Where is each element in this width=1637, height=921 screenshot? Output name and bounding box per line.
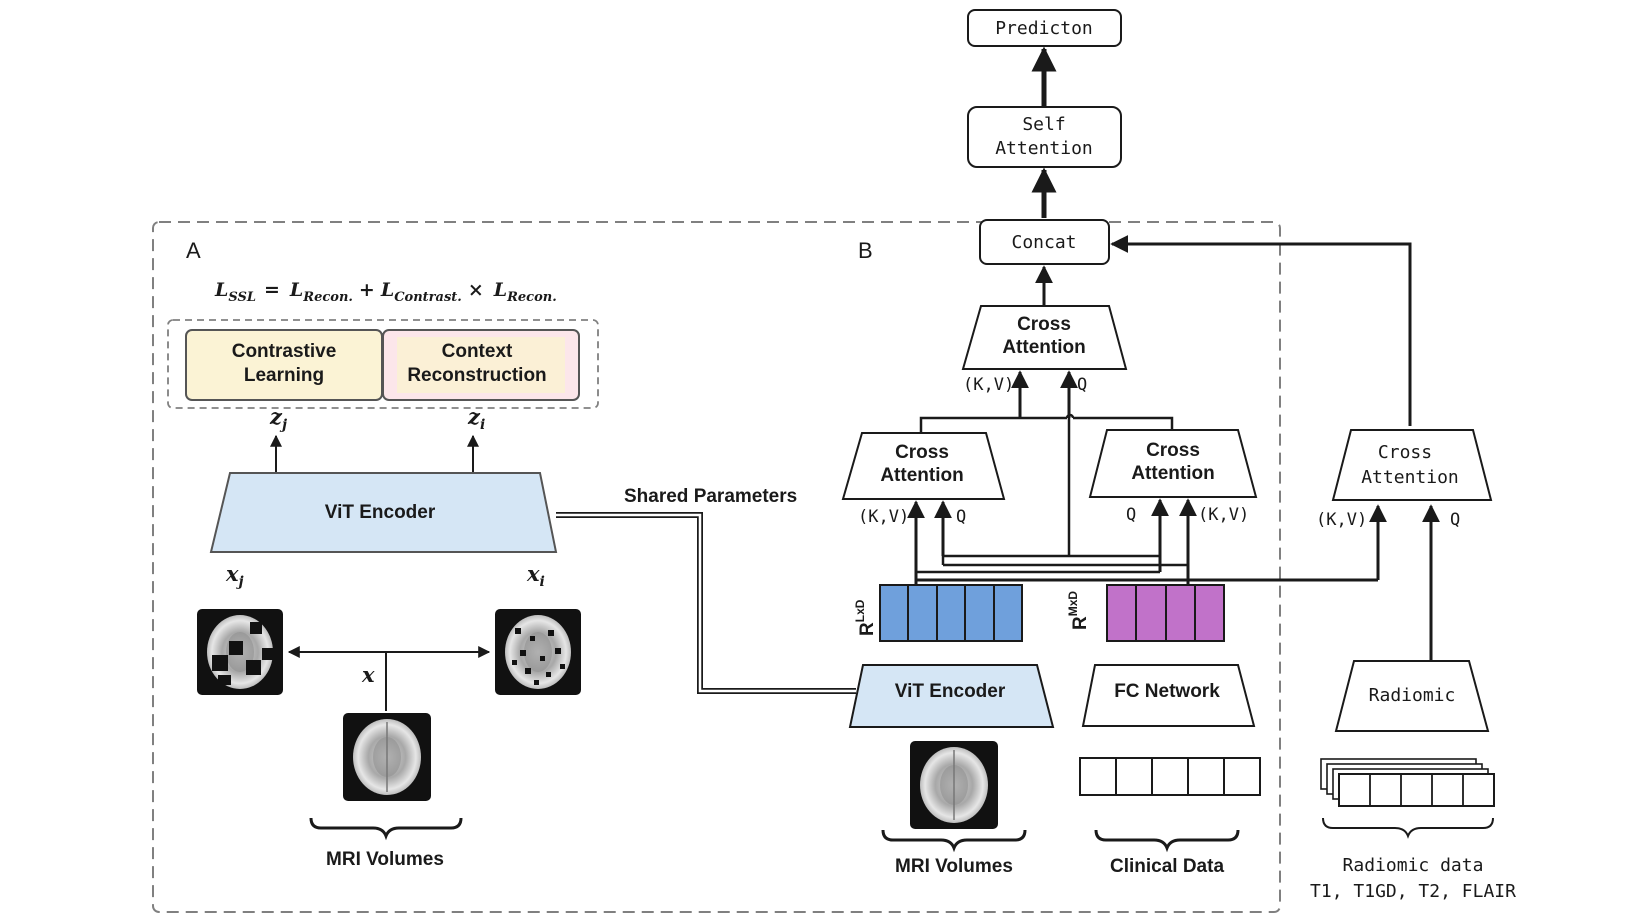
cross-attention-top bbox=[961, 305, 1128, 370]
vit-encoder-a bbox=[209, 472, 558, 553]
prediction-box bbox=[967, 9, 1122, 47]
vit-encoder-b bbox=[848, 664, 1055, 728]
loss-sub: Recon. bbox=[506, 290, 557, 305]
x-i-label: xi bbox=[526, 561, 545, 590]
objectives-dashed-box bbox=[167, 319, 599, 409]
curly-brace-icon bbox=[1094, 829, 1240, 853]
kv-label-right: (K,V) bbox=[1198, 505, 1249, 525]
self-attention-label-1: Self bbox=[1022, 114, 1065, 135]
shared-parameters-label: Shared Parameters bbox=[624, 486, 797, 507]
curly-brace-icon bbox=[1322, 817, 1494, 839]
self-attention-label-2: Attention bbox=[995, 138, 1093, 159]
shared-parameters-link bbox=[556, 512, 856, 694]
kv-label-radiomic: (K,V) bbox=[1316, 510, 1367, 530]
loss-sub: SSL bbox=[228, 290, 256, 305]
q-label-left: Q bbox=[956, 507, 966, 527]
context-reconstruction-label-2: Reconstruction bbox=[407, 365, 546, 386]
cross-attention-left-label-2: Attention bbox=[880, 465, 963, 486]
cross-attention-left-label-1: Cross bbox=[895, 442, 949, 463]
loss-formula: LSSL=LRecon.+LContrast.×LRecon. bbox=[214, 279, 557, 305]
self-attention-box bbox=[967, 106, 1122, 168]
loss-term: L bbox=[214, 279, 228, 301]
x-label: x bbox=[361, 662, 375, 687]
cross-attention-radiomic-label-1: Cross bbox=[1378, 442, 1432, 463]
shared-parameters-link-inner bbox=[556, 513, 856, 693]
fc-network-label: FC Network bbox=[1114, 681, 1220, 702]
panel-label-a: A bbox=[186, 238, 201, 263]
vit-encoder-b-label: ViT Encoder bbox=[895, 681, 1006, 702]
mri-volumes-a-label: MRI Volumes bbox=[326, 849, 444, 870]
q-label-right: Q bbox=[1126, 505, 1136, 525]
loss-sub: Contrast. bbox=[394, 290, 462, 305]
vit-encoder-a-label: ViT Encoder bbox=[325, 502, 436, 523]
contrastive-learning-label-1: Contrastive bbox=[232, 341, 337, 362]
loss-eq: = bbox=[264, 279, 280, 301]
kv-label-top: (K,V) bbox=[963, 375, 1014, 395]
mxd-to-left-q-2 bbox=[941, 554, 1160, 565]
concat-box bbox=[979, 219, 1110, 265]
radiomic-box bbox=[1334, 660, 1490, 732]
mri-volumes-b-label: MRI Volumes bbox=[895, 856, 1013, 877]
context-reconstruction-label-1: Context bbox=[442, 341, 513, 362]
cross-attention-radiomic bbox=[1331, 429, 1493, 501]
contrastive-learning-label-2: Learning bbox=[244, 365, 324, 386]
cross-attention-right-label-1: Cross bbox=[1146, 440, 1200, 461]
context-reconstruction-inner bbox=[397, 337, 565, 393]
z-i-label: zi bbox=[467, 404, 485, 433]
cross-attention-top-label-1: Cross bbox=[1017, 314, 1071, 335]
z-j-label: zj bbox=[269, 404, 287, 433]
curly-brace-icon bbox=[309, 817, 463, 841]
loss-term: L bbox=[380, 279, 394, 301]
r-mxd-label: RMxD bbox=[1066, 591, 1091, 630]
r-lxd-label: RLxD bbox=[853, 599, 878, 636]
kv-label-left: (K,V) bbox=[858, 507, 909, 527]
concat-label: Concat bbox=[1011, 232, 1076, 253]
radiomic-data-stack bbox=[1320, 758, 1495, 807]
q-label-top: Q bbox=[1077, 375, 1087, 395]
connector-right-cross bbox=[1073, 416, 1174, 430]
loss-times: × bbox=[468, 279, 484, 301]
cross-attention-top-label-2: Attention bbox=[1002, 337, 1085, 358]
prediction-label: Predicton bbox=[995, 18, 1093, 39]
fc-network bbox=[1081, 664, 1256, 727]
cross-attention-right-label-2: Attention bbox=[1131, 463, 1214, 484]
mri-brain-icon bbox=[910, 741, 998, 829]
mxd-embedding bbox=[1106, 584, 1225, 642]
connector-left-cross bbox=[919, 416, 1067, 432]
radiomic-data-label-2: T1, T1GD, T2, FLAIR bbox=[1310, 881, 1516, 902]
radiomic-data-label-1: Radiomic data bbox=[1343, 855, 1484, 876]
cross-attention-left bbox=[841, 432, 1006, 500]
outer-dashed-frame bbox=[152, 221, 1281, 913]
mri-brain-icon bbox=[343, 713, 431, 801]
panel-label-b: B bbox=[858, 238, 873, 263]
lxd-embedding bbox=[879, 584, 1023, 642]
radiomic-to-concat bbox=[1110, 235, 1412, 426]
q-label-radiomic: Q bbox=[1450, 510, 1460, 530]
radiomic-box-label: Radiomic bbox=[1369, 685, 1456, 706]
curly-brace-icon bbox=[881, 829, 1027, 853]
loss-sub: Recon. bbox=[302, 290, 353, 305]
loss-plus: + bbox=[359, 279, 375, 301]
masked-mri-brain-icon bbox=[197, 609, 283, 695]
loss-term: L bbox=[289, 279, 303, 301]
loss-term: L bbox=[493, 279, 507, 301]
clinical-data-vector bbox=[1079, 757, 1261, 796]
x-j-label: xj bbox=[225, 561, 244, 590]
cross-attention-radiomic-label-2: Attention bbox=[1361, 467, 1459, 488]
clinical-data-label: Clinical Data bbox=[1110, 856, 1224, 877]
cross-attention-right bbox=[1088, 429, 1258, 498]
masked-mri-brain-icon bbox=[495, 609, 581, 695]
connector-hop bbox=[1065, 413, 1075, 419]
